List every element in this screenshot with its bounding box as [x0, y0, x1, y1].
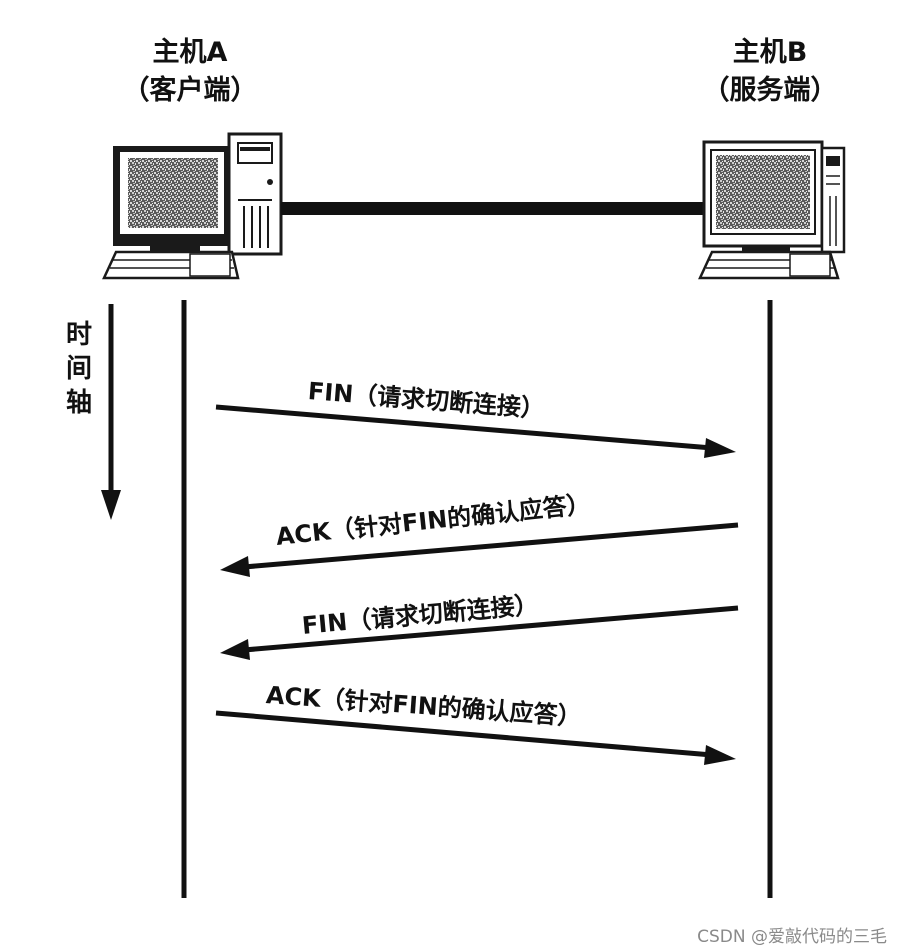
- client-host-name: 主机A: [152, 37, 228, 68]
- network-cable: [281, 202, 706, 215]
- client-computer-icon: [102, 132, 283, 280]
- client-host-role: （客户端）: [122, 75, 258, 106]
- message-arrow-4: [215, 710, 736, 765]
- watermark: CSDN @爱敲代码的三毛: [697, 927, 887, 947]
- time-axis-char: 时: [65, 320, 92, 350]
- server-host-name: 主机B: [732, 37, 808, 68]
- message-arrow-1: [215, 404, 736, 458]
- server-host-label: 主机B （服务端）: [660, 34, 880, 110]
- message-arrow-2: [220, 522, 739, 577]
- time-axis-char: 轴: [65, 388, 92, 418]
- time-axis-label: 时 间 轴: [62, 318, 96, 420]
- server-host-role: （服务端）: [702, 75, 838, 106]
- client-host-label: 主机A （客户端）: [100, 34, 280, 110]
- time-axis-arrow: [101, 304, 121, 520]
- server-computer-icon: [698, 140, 846, 280]
- message-arrow-3: [220, 605, 739, 660]
- time-axis-char: 间: [65, 354, 92, 384]
